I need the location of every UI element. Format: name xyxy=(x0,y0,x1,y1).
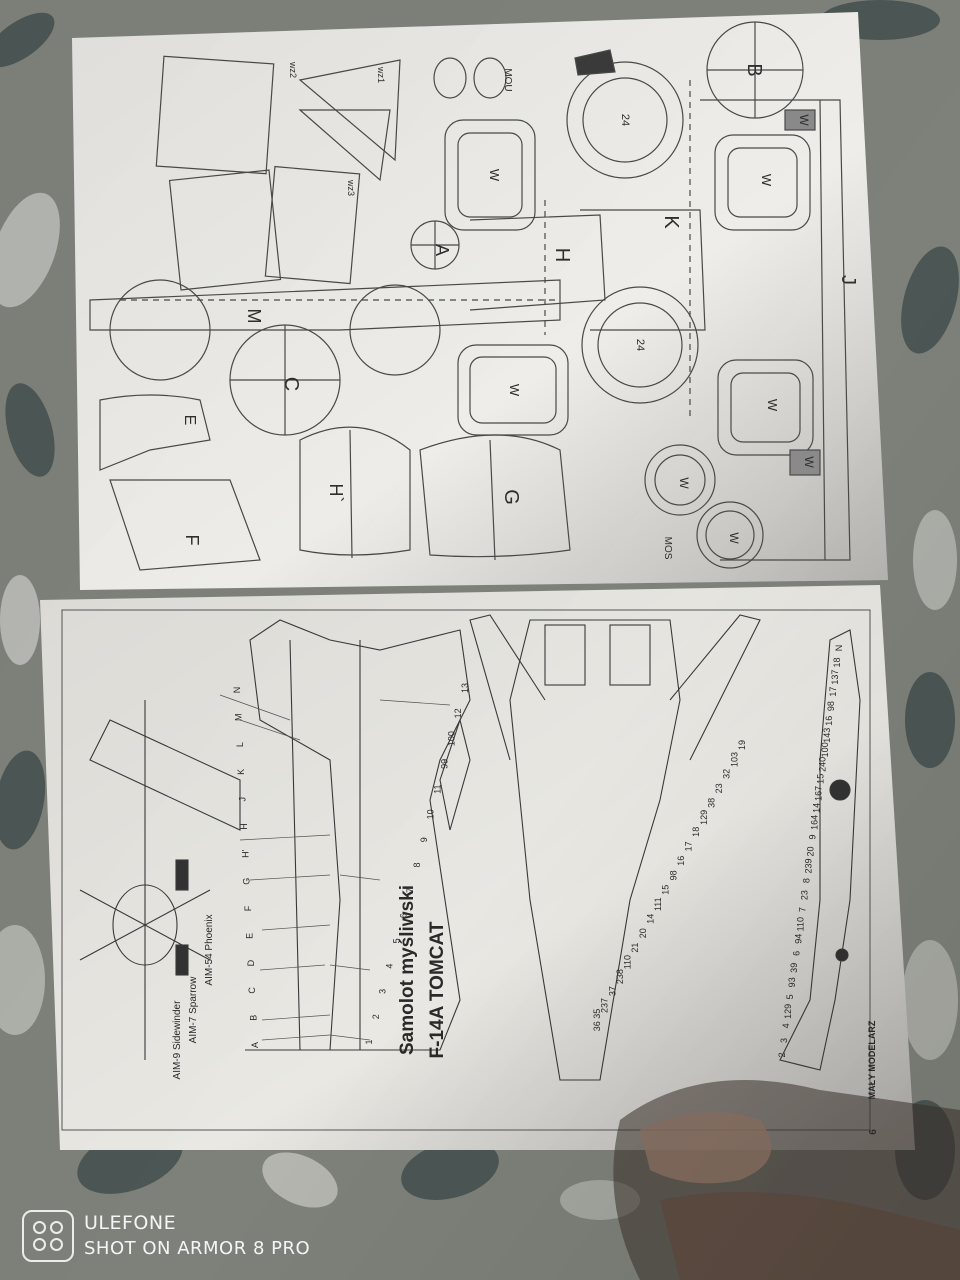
camera-lens-icon xyxy=(22,1210,74,1262)
watermark-model: SHOT ON ARMOR 8 PRO xyxy=(84,1238,311,1259)
watermark-brand: ULEFONE xyxy=(84,1212,177,1234)
camera-watermark: ULEFONE SHOT ON ARMOR 8 PRO xyxy=(22,1206,342,1266)
